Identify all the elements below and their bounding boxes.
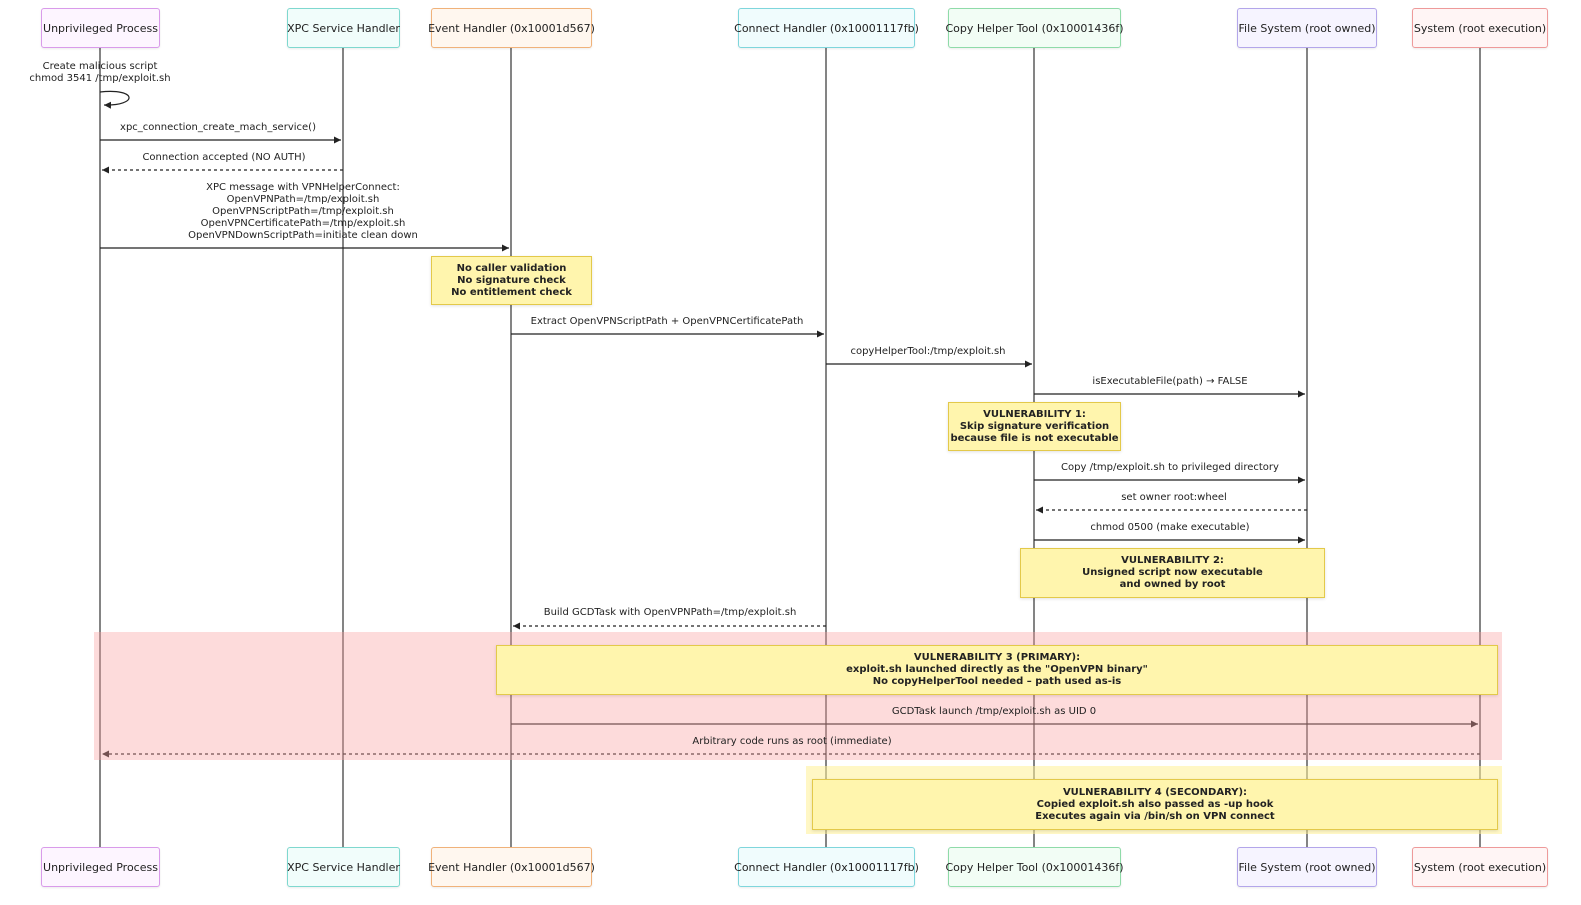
xpc-message-line-1: XPC message with VPNHelperConnect:	[206, 182, 400, 193]
actor-top-unprivileged-process: Unprivileged Process	[41, 8, 160, 48]
actor-top-copy-helper-tool: Copy Helper Tool (0x10001436f)	[945, 8, 1124, 48]
note-no-validation: No caller validation No signature check …	[431, 256, 592, 305]
self-message-line-2: chmod 3541 /tmp/exploit.sh	[29, 73, 171, 84]
note-vulnerability-1: VULNERABILITY 1: Skip signature verifica…	[948, 402, 1121, 451]
self-message-create-script: Create malicious script chmod 3541 /tmp/…	[29, 61, 170, 85]
actor-top-connect-handler: Connect Handler (0x10001117fb)	[734, 8, 919, 48]
note-vuln2-line-1: VULNERABILITY 2:	[1121, 555, 1224, 566]
note-vuln4-line-1: VULNERABILITY 4 (SECONDARY):	[1062, 786, 1248, 798]
message-gcdtask-launch: GCDTask launch /tmp/exploit.sh as UID 0	[891, 706, 1097, 717]
xpc-message-line-3: OpenVPNScriptPath=/tmp/exploit.sh	[212, 206, 394, 217]
message-copy-helper-tool: copyHelperTool:/tmp/exploit.sh	[850, 346, 1006, 357]
note-vuln1-line-3: because file is not executable	[950, 432, 1119, 444]
note-vuln1-line-2: Skip signature verification	[959, 420, 1110, 432]
message-arbitrary-code-root: Arbitrary code runs as root (immediate)	[692, 736, 892, 747]
note-vuln2-line-3: and owned by root	[1119, 579, 1226, 590]
actor-bottom-connect-handler: Connect Handler (0x10001117fb)	[734, 847, 919, 887]
note-no-validation-line-1: No caller validation	[456, 262, 567, 274]
message-xpc-vpnhelperconnect: XPC message with VPNHelperConnect: OpenV…	[188, 182, 418, 242]
xpc-message-line-2: OpenVPNPath=/tmp/exploit.sh	[226, 194, 380, 205]
actor-bottom-event-handler: Event Handler (0x10001d567)	[428, 847, 595, 887]
xpc-message-line-4: OpenVPNCertificatePath=/tmp/exploit.sh	[200, 218, 406, 229]
actor-top-xpc-service-handler: XPC Service Handler	[287, 8, 400, 48]
message-set-owner: set owner root:wheel	[1121, 492, 1227, 503]
message-build-gcdtask: Build GCDTask with OpenVPNPath=/tmp/expl…	[543, 607, 797, 618]
actor-bottom-file-system: File System (root owned)	[1237, 847, 1377, 887]
actor-top-system-root: System (root execution)	[1412, 8, 1548, 48]
actor-top-event-handler: Event Handler (0x10001d567)	[428, 8, 595, 48]
message-copy-to-privileged: Copy /tmp/exploit.sh to privileged direc…	[1061, 462, 1279, 473]
actor-bottom-system-root: System (root execution)	[1412, 847, 1548, 887]
actor-bottom-xpc-service-handler: XPC Service Handler	[287, 847, 400, 887]
message-chmod-0500: chmod 0500 (make executable)	[1090, 522, 1250, 533]
note-vulnerability-4: VULNERABILITY 4 (SECONDARY): Copied expl…	[812, 779, 1498, 830]
note-vulnerability-3: VULNERABILITY 3 (PRIMARY): exploit.sh la…	[496, 645, 1498, 695]
note-vuln2-line-2: Unsigned script now executable	[1082, 567, 1263, 578]
note-vuln4-line-3: Executes again via /bin/sh on VPN connec…	[1035, 810, 1275, 822]
self-message-line-1: Create malicious script	[42, 61, 158, 72]
actor-top-file-system: File System (root owned)	[1237, 8, 1377, 48]
actor-bottom-copy-helper-tool: Copy Helper Tool (0x10001436f)	[945, 847, 1124, 887]
message-is-executable: isExecutableFile(path) → FALSE	[1092, 376, 1248, 387]
note-vuln1-line-1: VULNERABILITY 1:	[983, 408, 1086, 420]
note-no-validation-line-3: No entitlement check	[451, 286, 572, 298]
note-vuln3-line-1: VULNERABILITY 3 (PRIMARY):	[913, 652, 1081, 663]
note-vuln3-line-3: No copyHelperTool needed – path used as-…	[872, 676, 1122, 687]
message-create-mach-service: xpc_connection_create_mach_service()	[120, 122, 316, 133]
arrow-self-create-script	[99, 90, 130, 109]
note-vuln3-line-2: exploit.sh launched directly as the "Ope…	[846, 664, 1148, 675]
note-vuln4-line-2: Copied exploit.sh also passed as -up hoo…	[1036, 798, 1274, 810]
xpc-message-line-5: OpenVPNDownScriptPath=initiate clean dow…	[188, 230, 418, 241]
note-no-validation-line-2: No signature check	[457, 274, 566, 286]
message-connection-accepted: Connection accepted (NO AUTH)	[142, 152, 306, 163]
message-extract-paths: Extract OpenVPNScriptPath + OpenVPNCerti…	[530, 316, 804, 327]
actor-bottom-unprivileged-process: Unprivileged Process	[41, 847, 160, 887]
note-vulnerability-2: VULNERABILITY 2: Unsigned script now exe…	[1020, 548, 1325, 598]
